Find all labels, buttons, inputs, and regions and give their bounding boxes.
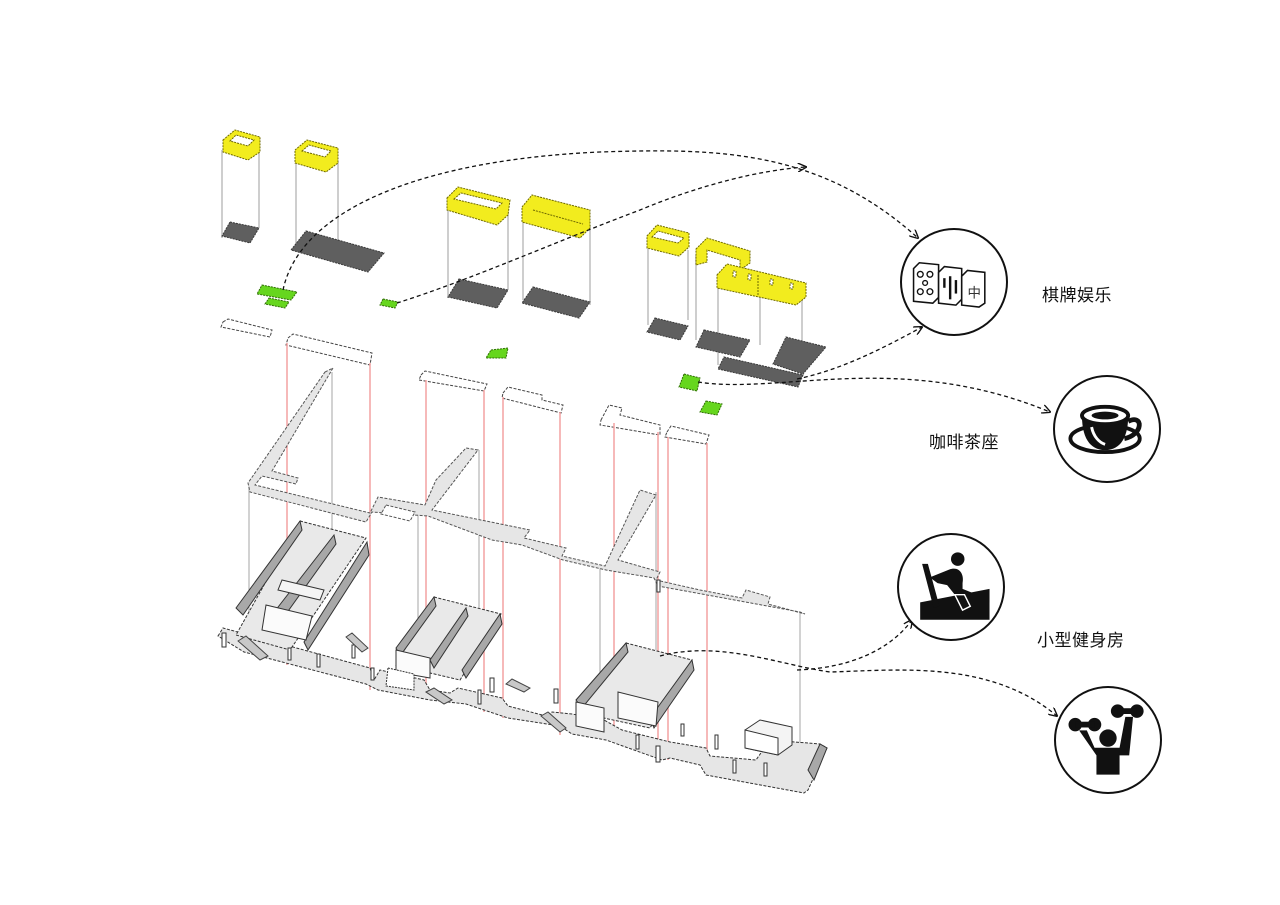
gym-weights-icon-circle (1054, 686, 1162, 794)
yellow-volume-3 (446, 186, 511, 226)
cafe-tea-icon-circle (1053, 375, 1161, 483)
yellow-volumes (222, 129, 807, 306)
exercise-bike-icon (920, 552, 990, 620)
room-block-left (235, 519, 370, 652)
yellow-volume-5 (646, 224, 690, 257)
label-small-gym: 小型健身房 (1037, 631, 1125, 651)
function-arrows (282, 150, 1057, 716)
arrow-chess-2 (396, 167, 806, 304)
yellow-volume-4 (521, 194, 591, 239)
yellow-volume-2 (294, 139, 339, 173)
yellow-volume-7 (716, 263, 807, 306)
stairs (237, 632, 567, 733)
corridor-floor (247, 366, 806, 615)
dumbbell-lifter-icon (1068, 704, 1144, 775)
dark-footprints (221, 221, 827, 388)
room-block-right (575, 641, 695, 733)
mahjong-tiles-icon: 中 (912, 261, 986, 308)
arrow-chess-3 (796, 327, 922, 380)
room-block-middle (385, 595, 503, 691)
yellow-volume-6 (695, 237, 751, 271)
green-pads (256, 284, 723, 416)
coffee-cup-icon (1068, 404, 1142, 455)
yellow-volume-1 (222, 129, 261, 161)
arrow-chess-1 (282, 150, 918, 291)
dashed-wall-slabs (220, 318, 710, 445)
label-cafe-tea: 咖啡茶座 (929, 433, 999, 453)
arrow-gym-1 (796, 620, 912, 671)
red-projection-lines (286, 343, 708, 760)
mahjong-glyph: 中 (967, 285, 980, 301)
ground-floor (217, 519, 828, 794)
label-chess-cards: 棋牌娱乐 (1042, 286, 1112, 306)
gym-bike-icon-circle (897, 533, 1005, 641)
arrow-cafe (697, 377, 1050, 412)
chess-cards-icon-circle: 中 (900, 228, 1008, 336)
room-block-end (744, 719, 828, 782)
columns (221, 579, 768, 777)
arrow-gym-2 (659, 650, 1057, 716)
